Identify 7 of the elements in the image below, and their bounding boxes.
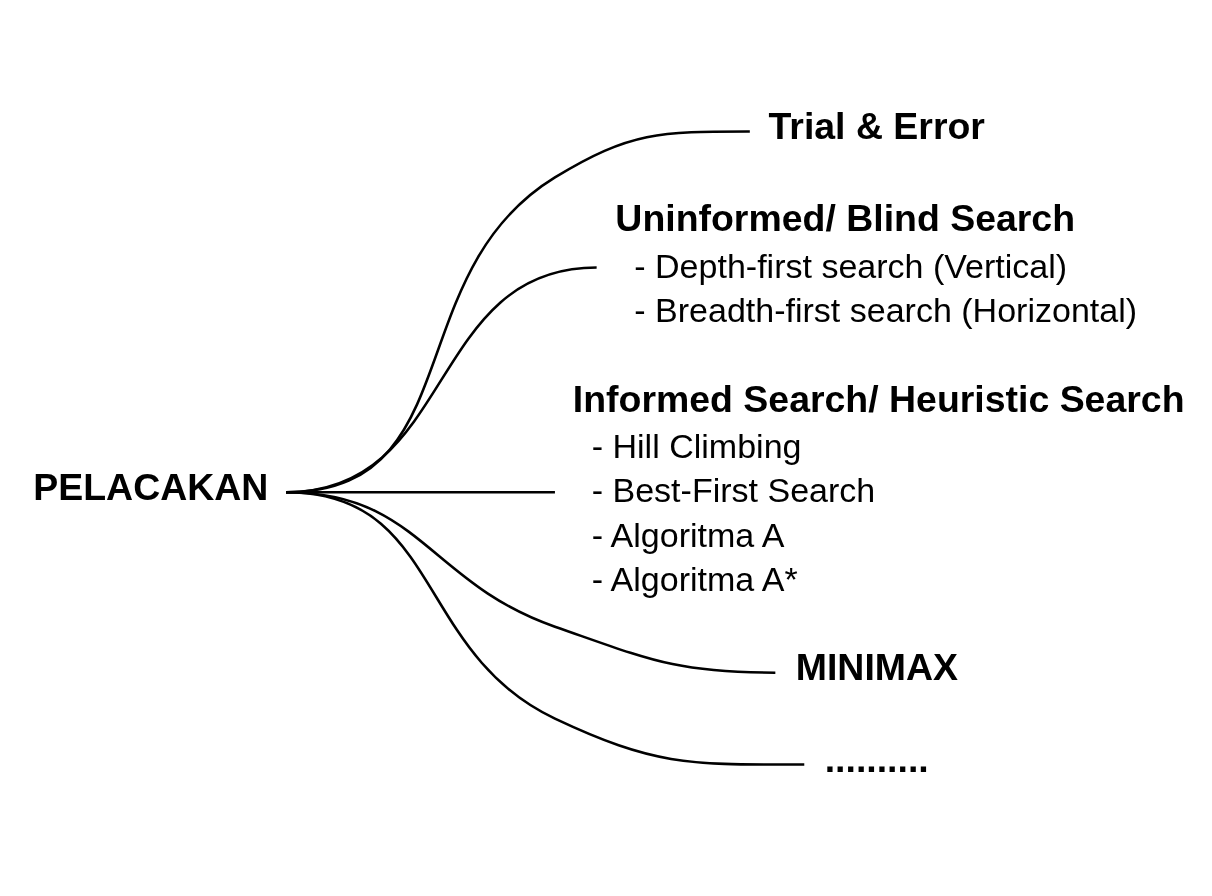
node-text: .......... <box>824 738 929 781</box>
node-text: Trial & Error <box>768 105 985 148</box>
node-text: PELACAKAN <box>33 466 269 509</box>
node-text: Uninformed/ Blind Search - Depth-first search (Vertical) - Breadth-first search (Horizontal) <box>615 197 1138 330</box>
node-text: MINIMAX <box>795 646 958 689</box>
connector <box>285 491 805 766</box>
node-text: Informed Search/ Heuristic Search - Hill Climbing - Best-First Search - Algoritma A - Algoritma A* <box>572 377 1185 598</box>
